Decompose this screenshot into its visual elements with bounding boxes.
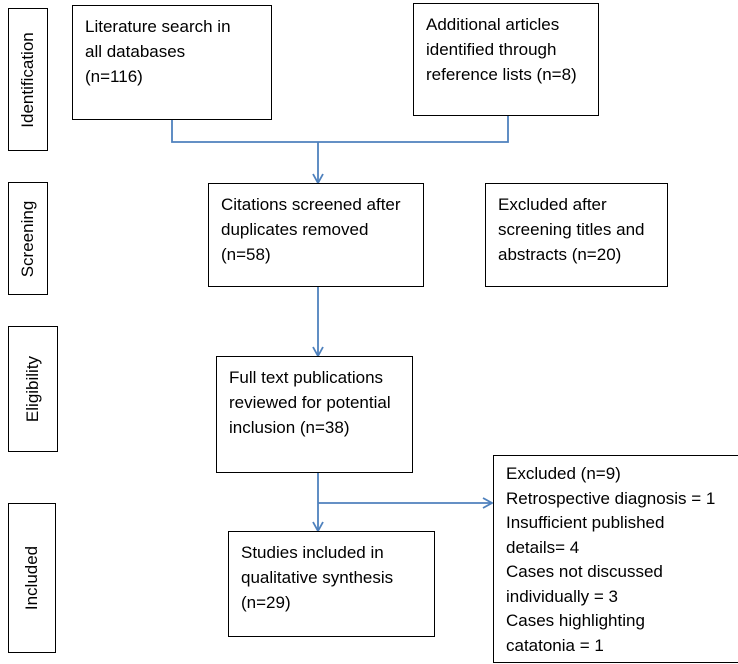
box-line: duplicates removed <box>221 220 369 239</box>
stage-included: Included <box>8 503 56 653</box>
box-line: Citations screened after <box>221 195 401 214</box>
box-line: all databases <box>85 42 186 61</box>
studies-included-box: Studies included in qualitative synthesi… <box>228 531 435 637</box>
box-line: Insufficient published <box>506 513 665 532</box>
box-line: (n=116) <box>85 67 143 86</box>
stage-eligibility-label: Eligibility <box>23 355 42 423</box>
box-line: qualitative synthesis <box>241 568 394 587</box>
box-line: Excluded (n=9) <box>506 464 621 483</box>
box-line: identified through <box>426 40 557 59</box>
box-line: Additional articles <box>426 15 560 34</box>
merge-line <box>171 116 509 143</box>
box-line: details= 4 <box>506 537 580 557</box>
box-line: reference lists (n=8) <box>426 65 577 84</box>
box-line: inclusion (n=38) <box>229 418 350 437</box>
stage-identification-label: Identification <box>18 31 37 128</box>
box-line: Studies included in <box>241 543 384 562</box>
additional-articles-box: Additional articles identified through r… <box>413 3 599 116</box>
stage-identification: Identification <box>8 8 48 151</box>
box-line: individually = 3 <box>506 586 618 606</box>
box-line: Full text publications <box>229 368 384 387</box>
box-line: (n=29) <box>241 593 291 612</box>
excluded-full-text-box: Excluded (n=9) Retrospective diagnosis =… <box>493 455 738 663</box>
stage-screening: Screening <box>8 182 48 295</box>
box-line: Cases highlighting <box>506 611 645 630</box>
box-line: Literature search in <box>85 17 231 36</box>
box-line: Retrospective diagnosis = 1 <box>506 488 716 508</box>
box-line: catatonia = 1 <box>506 635 604 655</box>
box-line: (n=58) <box>221 245 271 264</box>
excluded-screening-box: Excluded after screening titles and abst… <box>485 183 668 287</box>
box-line: abstracts (n=20) <box>498 245 622 264</box>
full-text-box: Full text publications reviewed for pote… <box>216 356 413 473</box>
stage-screening-label: Screening <box>18 200 37 277</box>
box-line: reviewed for potential <box>229 393 391 412</box>
box-line: Cases not discussed <box>506 562 663 581</box>
box-line: Excluded after <box>498 195 607 214</box>
citations-screened-box: Citations screened after duplicates remo… <box>208 183 424 287</box>
stage-eligibility: Eligibility <box>8 326 58 452</box>
box-line: screening titles and <box>498 220 645 239</box>
literature-search-box: Literature search in all databases (n=11… <box>72 5 272 120</box>
stage-included-label: Included <box>22 545 41 611</box>
